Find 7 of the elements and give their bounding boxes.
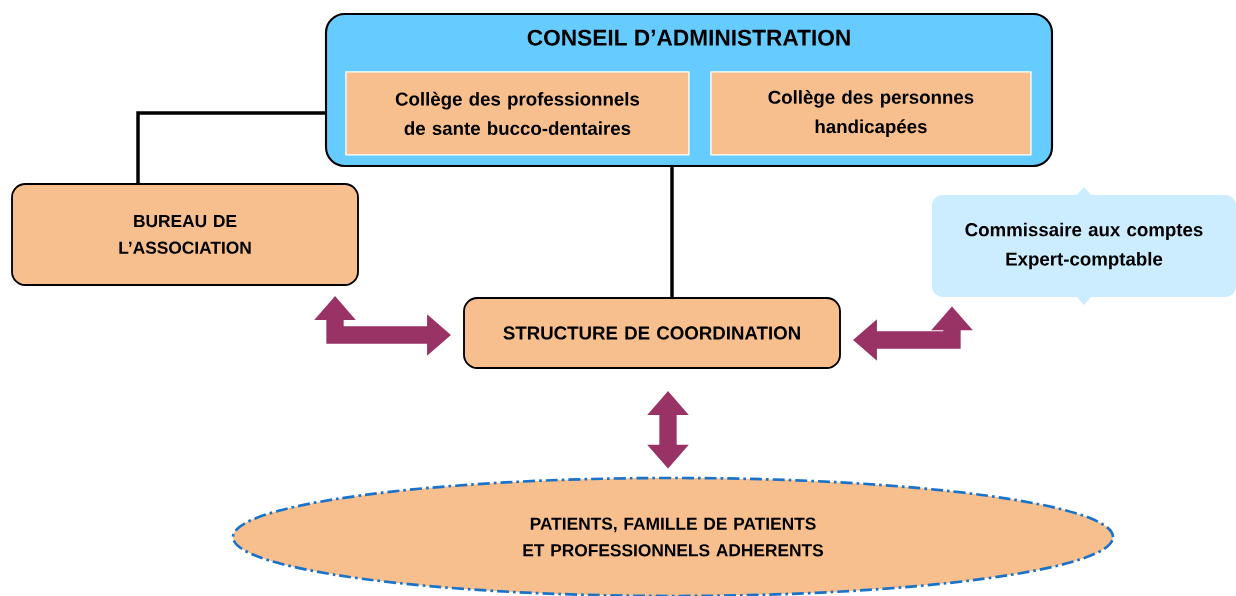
college-box: Collège des personnes handicapées xyxy=(710,71,1032,156)
callout-box: Commissaire aux comptes Expert-comptable xyxy=(932,187,1236,305)
office-box: BUREAU DE L’ASSOCIATION xyxy=(11,183,359,286)
connector-line xyxy=(136,111,325,184)
coordination-box: STRUCTURE DE COORDINATION xyxy=(463,297,841,369)
connector-line xyxy=(670,167,674,298)
college-box: Collège des professionnels de sante bucco-dentaires xyxy=(345,71,690,156)
